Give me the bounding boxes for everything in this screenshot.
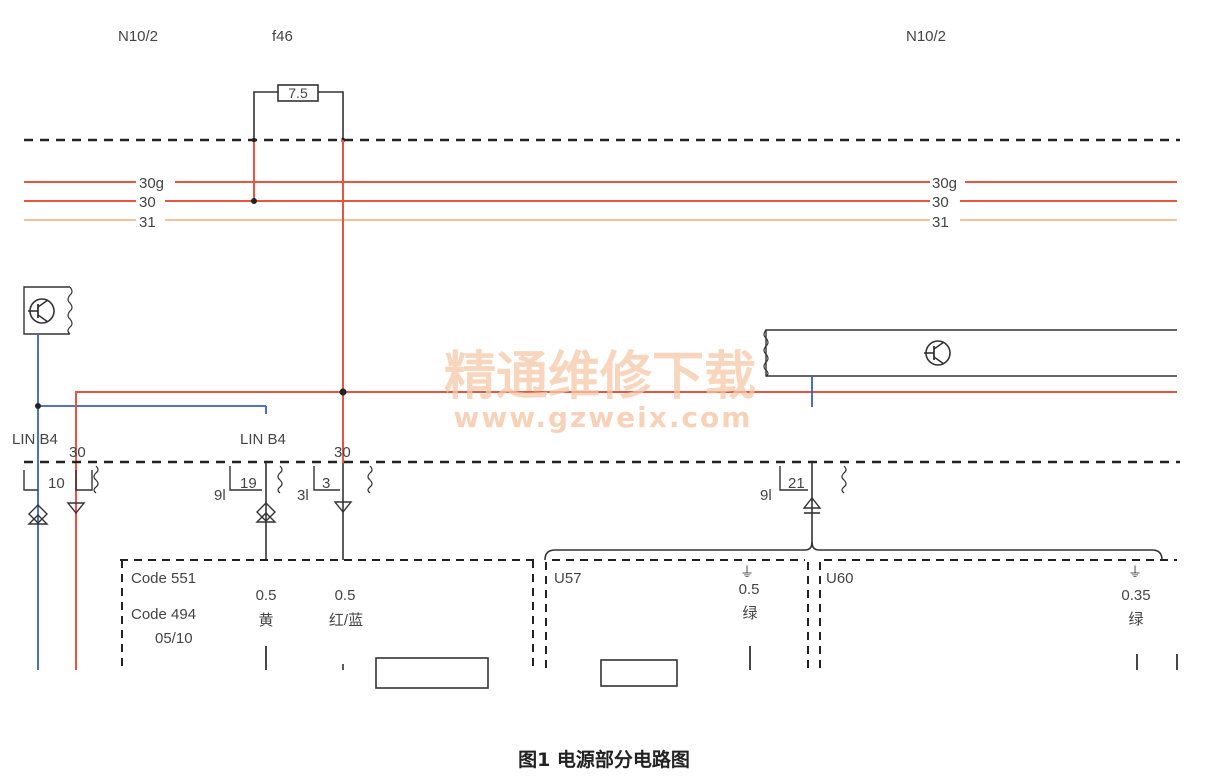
lin-b4-label-left: LIN B4 [12, 431, 58, 448]
variant-u57-box: U57 ⏚ 0.5 绿 [545, 559, 809, 687]
bus-31: 31 31 [24, 214, 1177, 231]
bus-30: 30 30 [24, 194, 1177, 211]
watermark-text: 精通维修下载 [444, 347, 756, 407]
wire-19-size: 0.5 [256, 587, 277, 604]
ground-icon: ⏚ [1128, 564, 1142, 580]
red-wire-30 [75, 388, 1177, 670]
pin-3-connector-id: 3l [297, 487, 309, 504]
pin-number: 3 [322, 475, 330, 492]
fuse-body [277, 84, 319, 102]
wire-u60-color: 绿 [1128, 611, 1143, 628]
transistor-module-right [763, 329, 1177, 407]
bus-30-label-right: 30 [932, 194, 949, 211]
fuse-rating: 7.5 [288, 85, 308, 101]
inner-component [375, 657, 489, 689]
wire-3-size: 0.5 [335, 587, 356, 604]
pin-number: 10 [48, 475, 65, 492]
code-551-label: Code 551 [131, 570, 196, 587]
bus-30g-label-right: 30g [932, 175, 957, 192]
bus-31-label-right: 31 [932, 214, 949, 231]
module-label-right: N10/2 [906, 28, 946, 45]
bus-31-label-left: 31 [139, 214, 156, 231]
wire-u57-size: 0.5 [739, 581, 760, 598]
lin-b4-label-mid: LIN B4 [240, 431, 286, 448]
fuse-label: f46 [272, 28, 293, 45]
connector-pin-10: 10 [23, 465, 99, 525]
transistor-module-left [23, 286, 73, 335]
option-brace [544, 541, 1163, 561]
code-date-label: 05/10 [155, 630, 193, 647]
bus-30-label-left: 30 [139, 194, 156, 211]
option-code-box: Code 551 Code 494 05/10 [120, 559, 535, 689]
junction-dot [339, 388, 347, 396]
pin-19-connector-id: 9l [214, 487, 226, 504]
pin-30-label-left: 30 [69, 444, 86, 461]
watermark-url: www.gzweix.com [454, 401, 753, 434]
module-label-left: N10/2 [118, 28, 158, 45]
wire-3-color: 红/蓝 [329, 612, 363, 629]
pin-30-label-mid: 30 [334, 444, 351, 461]
wire-u60-size: 0.35 [1121, 587, 1150, 604]
figure-caption: 图1 电源部分电路图 [518, 748, 690, 771]
junction-dot [251, 198, 257, 204]
wire-19-color: 黄 [258, 612, 273, 629]
u57-label: U57 [554, 570, 582, 587]
pin-21-connector-id: 9l [760, 487, 772, 504]
fuse-f46: 7.5 [253, 84, 344, 140]
ground-icon: ⏚ [740, 564, 754, 580]
u60-label: U60 [826, 570, 854, 587]
bus-30g-label-left: 30g [139, 175, 164, 192]
connector-pin-3: 3l 3 [297, 463, 373, 560]
wire-u57-color: 绿 [742, 605, 757, 622]
code-494-label: Code 494 [131, 606, 196, 623]
pin-number: 21 [788, 475, 805, 492]
pin-number: 19 [240, 475, 257, 492]
bus-30g: 30g 30g [24, 175, 1177, 192]
connector-pin-21: 9l 21 [760, 463, 847, 545]
variant-u60-box: U60 ⏚ 0.35 绿 [819, 559, 1178, 670]
connector-pin-19: 9l 19 [214, 465, 283, 523]
